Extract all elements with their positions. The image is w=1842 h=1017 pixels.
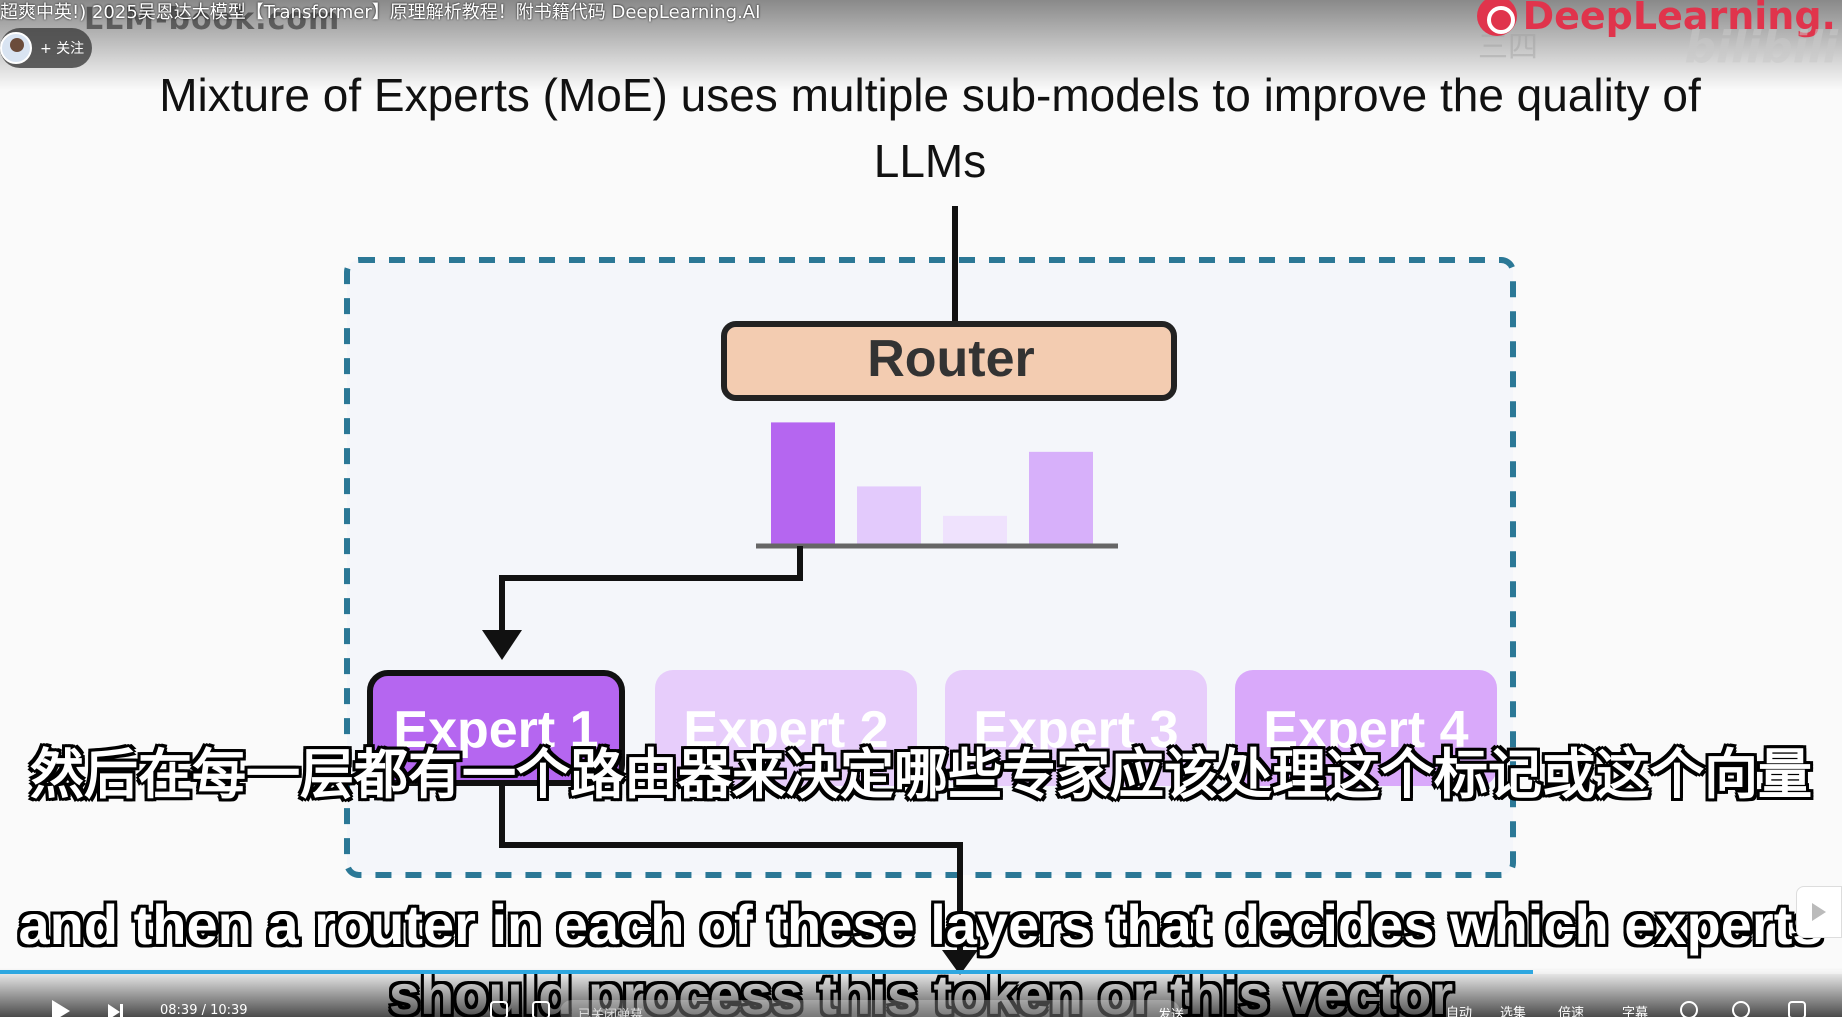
slide-title: Mixture of Experts (MoE) uses multiple s… [159,69,1701,187]
expert-2: Expert 2 [655,670,917,786]
expert-3: Expert 3 [945,670,1207,786]
uploader-follow[interactable]: + 关注 [0,28,92,68]
pip-icon[interactable] [1788,1001,1806,1017]
danmaku-input[interactable]: 已关闭弹幕 发送 [560,1000,1184,1017]
ghost-watermark: 三四 [1478,30,1538,65]
router-score-bars [771,422,1093,544]
volume-icon[interactable] [1680,1001,1698,1017]
subtitle-chinese: 然后在每一层都有一个路由器来决定哪些专家应该处理这个标记或这个向量 [30,743,1812,806]
watermark: LLM-book.com [84,2,341,37]
side-panel-toggle[interactable] [1796,886,1842,938]
top-overlay [0,0,1842,90]
time-display: 08:39 / 10:39 [160,1003,248,1017]
expert-1: Expert 1 [367,670,625,786]
send-button[interactable]: 发送 [1158,1008,1185,1017]
video-title: 超爽中英!) 2025吴恩达大模型【Transformer】原理解析教程！附书籍… [0,2,761,23]
moe-panel [344,257,1516,878]
router-box [721,321,1177,401]
subtitle-button[interactable]: 字幕 [1622,1006,1649,1017]
danmaku-placeholder: 已关闭弹幕 [578,1008,644,1017]
brand: DeepLearning. [1476,0,1836,38]
danmaku-settings-icon[interactable] [532,1001,550,1017]
danmaku-toggle-icon[interactable] [490,1001,508,1017]
router-score-bar [771,422,835,544]
svg-text:Expert 4: Expert 4 [1263,701,1468,759]
play-icon[interactable] [52,1000,70,1017]
avatar[interactable] [0,32,32,64]
route-arrow [499,546,803,640]
svg-text:Expert 1: Expert 1 [393,701,598,759]
router-score-bar [943,515,1007,544]
svg-text:Expert 2: Expert 2 [683,701,888,759]
output-arrow-head [942,950,978,975]
router-score-bar [1029,451,1093,544]
player-controls [0,968,1842,1017]
brand-text: DeepLearning. [1522,0,1836,38]
svg-text:Expert 3: Expert 3 [973,701,1178,759]
deeplearning-logo-icon [1476,0,1517,36]
episodes-button[interactable]: 选集 [1500,1006,1527,1017]
follow-button[interactable]: + 关注 [40,41,85,57]
router-score-bar [857,486,921,544]
expert-4: Expert 4 [1235,670,1497,786]
speed-button[interactable]: 倍速 [1558,1006,1585,1017]
next-icon[interactable] [108,1004,124,1017]
route-arrow-head [482,630,522,660]
auto-quality-button[interactable]: 自动 [1446,1006,1473,1017]
bilibili-watermark: bilibili [1684,22,1838,73]
settings-icon[interactable] [1732,1001,1750,1017]
progress-fill [0,970,1533,974]
output-path [499,783,963,960]
progress-bar[interactable] [0,970,1842,974]
router-label: Router [867,330,1035,388]
